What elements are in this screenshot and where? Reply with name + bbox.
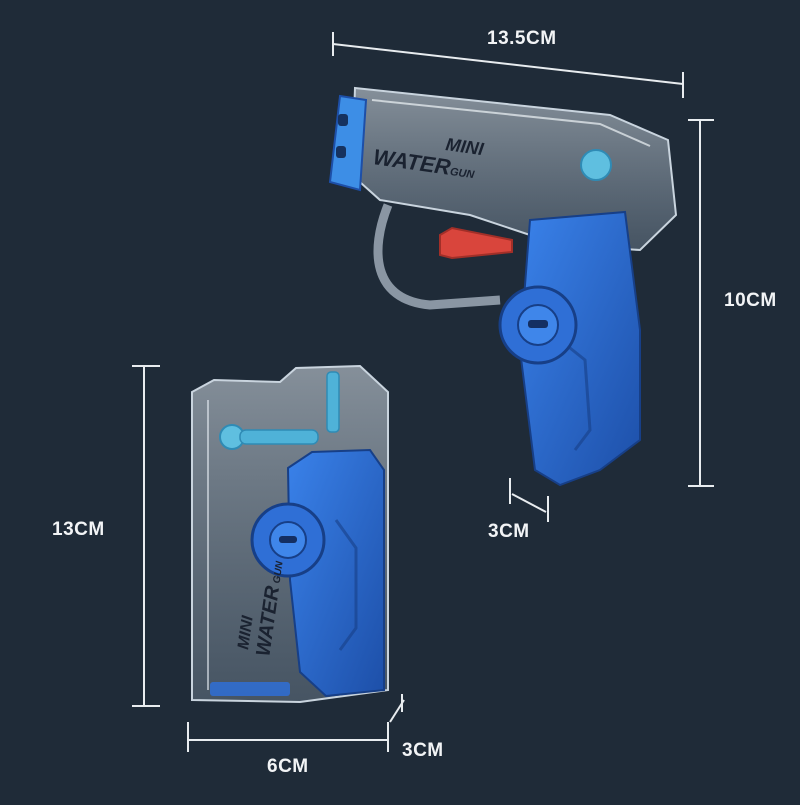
label-pistol-height: 10CM bbox=[724, 290, 777, 311]
folded-line-mini: MINI bbox=[235, 614, 257, 650]
water-gun-unfolded: MINI WATER GUN bbox=[328, 86, 678, 487]
dim-line-pistol-length bbox=[332, 43, 684, 85]
hinge-slot bbox=[528, 320, 548, 328]
label-folded-depth: 3CM bbox=[402, 740, 444, 761]
gun-grip bbox=[518, 210, 641, 487]
label-pistol-length: 13.5CM bbox=[487, 28, 557, 49]
folded-base bbox=[210, 682, 290, 696]
label-folded-height: 13CM bbox=[52, 519, 105, 540]
folded-pipe-vertical bbox=[326, 371, 340, 433]
folded-grip-groove bbox=[334, 519, 358, 651]
label-folded-width: 6CM bbox=[267, 756, 309, 777]
label-pistol-grip-depth: 3CM bbox=[488, 521, 530, 542]
gun-valve-knob bbox=[580, 149, 612, 181]
gun-grip-groove bbox=[559, 338, 592, 451]
dimension-lines bbox=[132, 32, 714, 752]
gun-muzzle bbox=[328, 94, 368, 192]
water-gun-folded: MINI WATER GUN bbox=[191, 364, 389, 704]
trigger-guard bbox=[373, 203, 501, 310]
folded-hinge-slot bbox=[279, 536, 297, 543]
dim-line-pistol-depth bbox=[511, 493, 547, 513]
gun-barrel-highlight bbox=[371, 99, 651, 147]
brand-line-gun: GUN bbox=[449, 166, 476, 181]
muzzle-hole-bottom bbox=[336, 146, 346, 158]
muzzle-hole-top bbox=[338, 114, 348, 126]
folded-line-gun: GUN bbox=[272, 560, 286, 584]
folded-pipe bbox=[239, 429, 319, 445]
trigger bbox=[439, 226, 513, 260]
